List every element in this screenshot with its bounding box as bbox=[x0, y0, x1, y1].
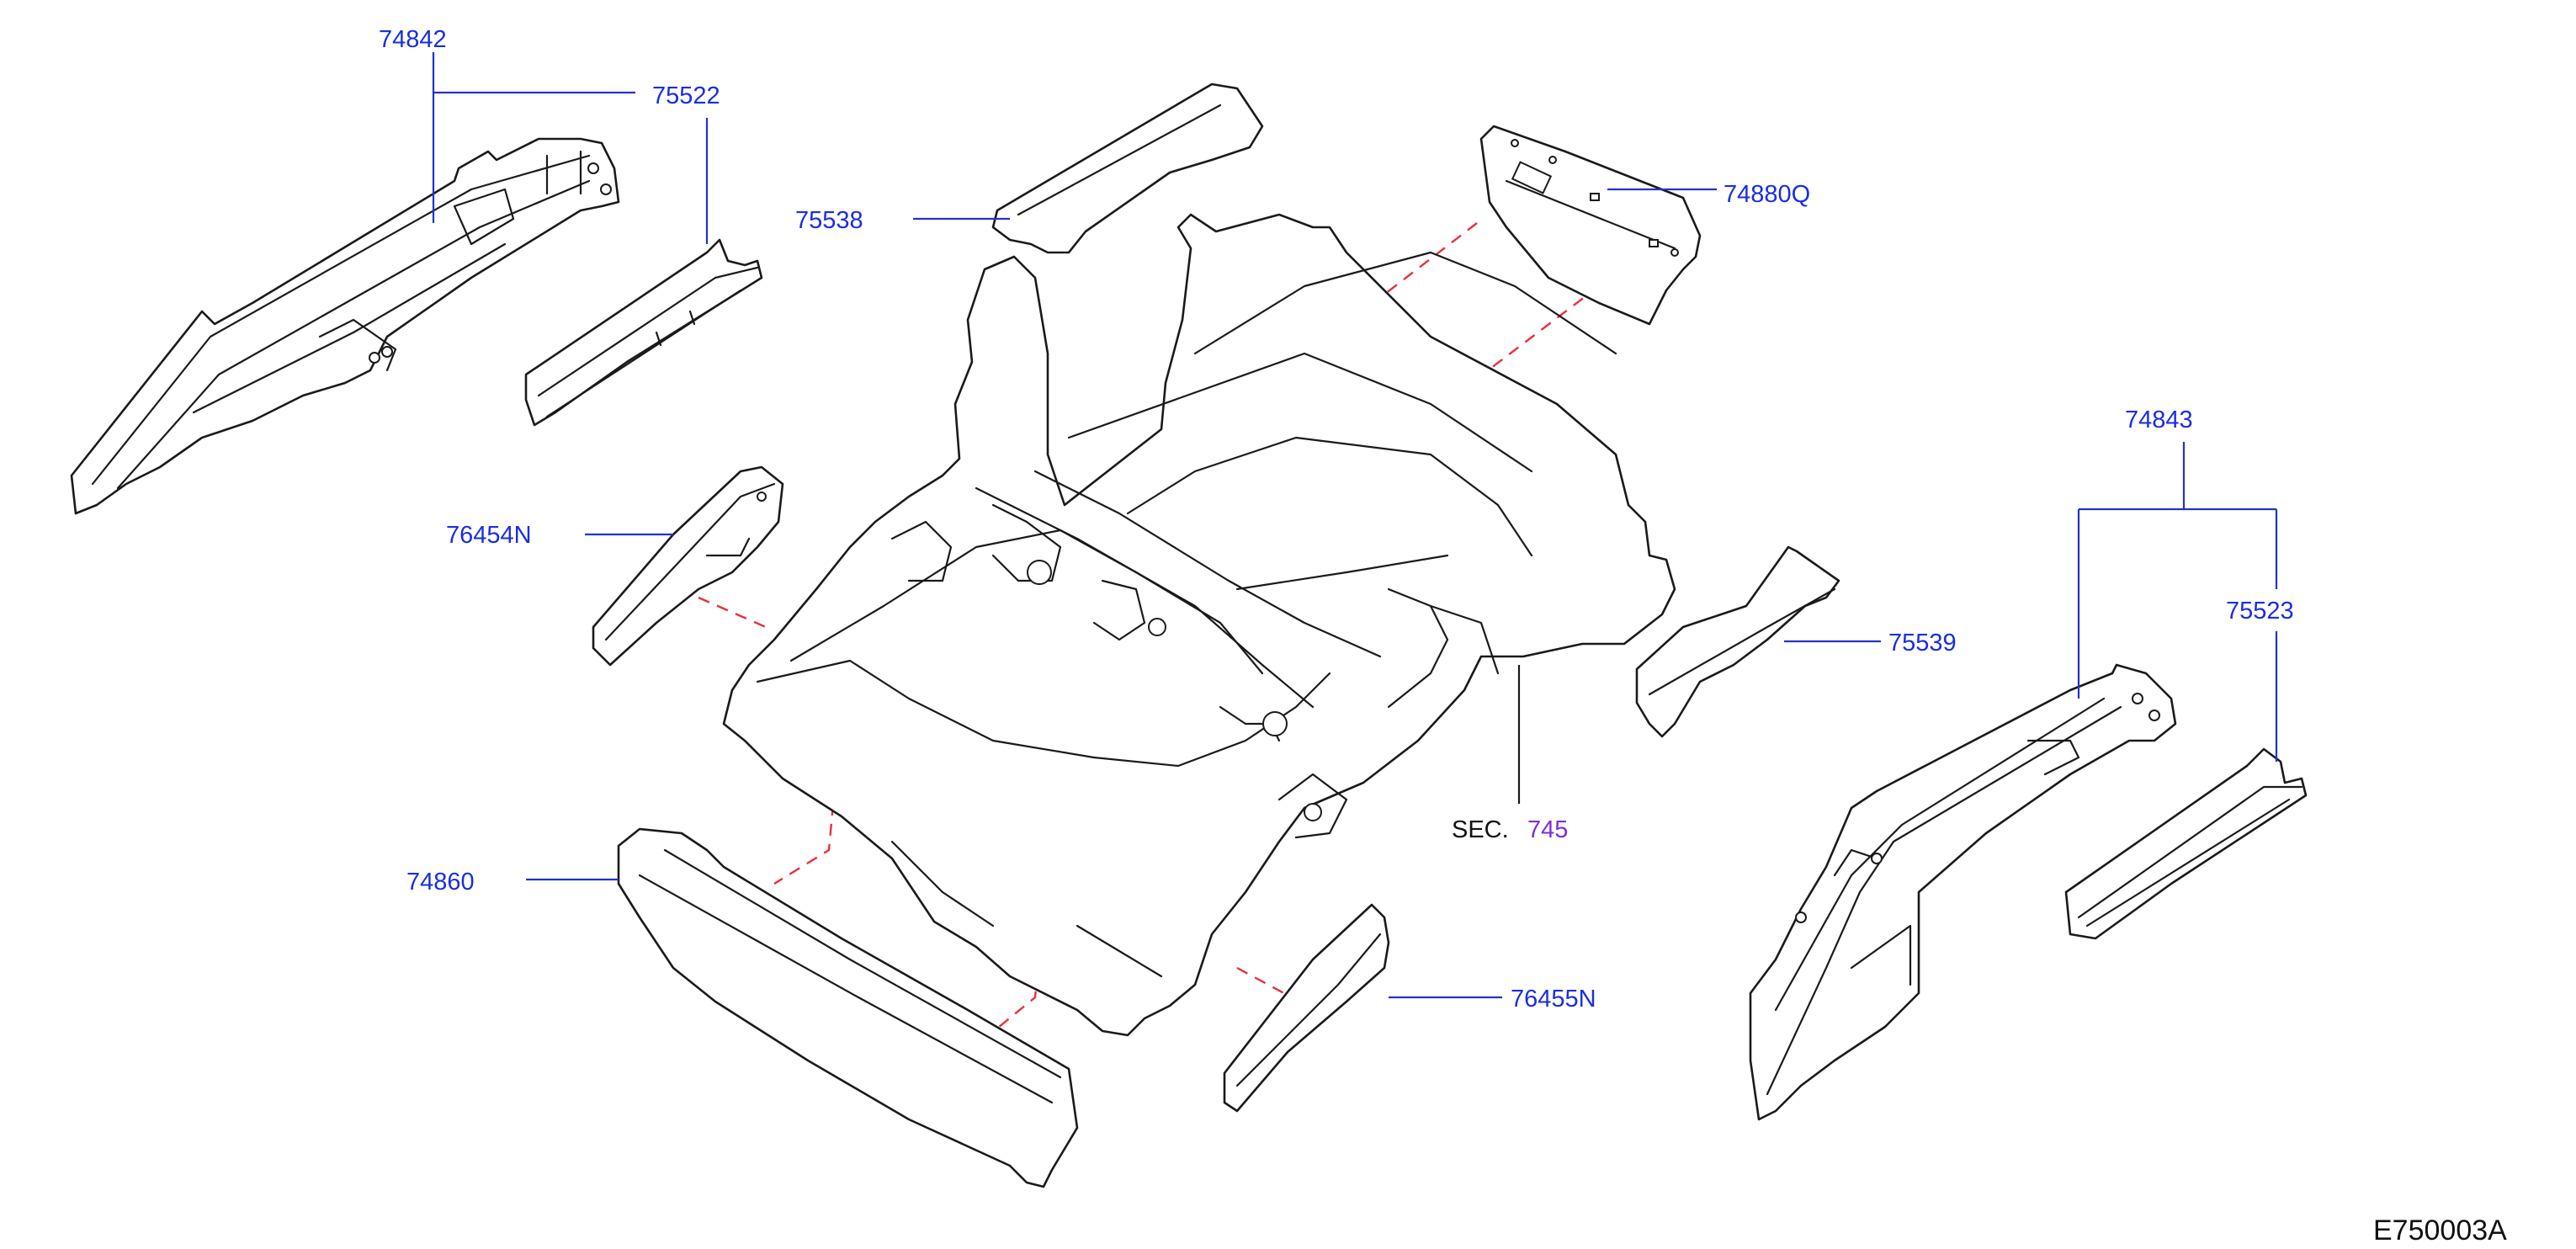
label-75523[interactable]: 75523 bbox=[2226, 598, 2294, 624]
section-ref-number[interactable]: 745 bbox=[1527, 816, 1568, 843]
part-number-labels: 74842 75522 75538 74880Q 76454N 74860 76… bbox=[379, 26, 2294, 1012]
part-74843-right-rear-side-member[interactable] bbox=[1749, 663, 2177, 1121]
part-75523-right-extension[interactable] bbox=[2064, 747, 2308, 940]
part-75522-left-extension[interactable] bbox=[524, 238, 763, 427]
part-74880Q-rear-panel[interactable] bbox=[1479, 125, 1702, 326]
section-ref-prefix: SEC. bbox=[1452, 816, 1509, 843]
part-76454N-left-bracket[interactable] bbox=[592, 465, 784, 667]
label-74842[interactable]: 74842 bbox=[379, 26, 447, 53]
label-75538[interactable]: 75538 bbox=[795, 207, 863, 234]
part-74842-left-rear-side-member[interactable] bbox=[70, 137, 620, 515]
leader-lines bbox=[432, 52, 2278, 999]
part-75539-right-extension[interactable] bbox=[1635, 545, 1840, 738]
part-75538-floor-panel[interactable] bbox=[991, 82, 1264, 254]
diagram-code: E750003A bbox=[2373, 1214, 2507, 1246]
part-74860-front-cross-member[interactable] bbox=[617, 827, 1079, 1188]
label-74880Q[interactable]: 74880Q bbox=[1724, 181, 1810, 208]
part-central-floor-assembly[interactable] bbox=[722, 213, 1676, 1037]
label-76455N[interactable]: 76455N bbox=[1511, 986, 1596, 1012]
label-74860[interactable]: 74860 bbox=[406, 869, 475, 896]
label-75539[interactable]: 75539 bbox=[1888, 630, 1957, 656]
label-76454N[interactable]: 76454N bbox=[446, 522, 532, 549]
part-76455N-right-bracket[interactable] bbox=[1223, 903, 1390, 1113]
label-74843[interactable]: 74843 bbox=[2125, 407, 2193, 433]
label-75522[interactable]: 75522 bbox=[652, 82, 720, 109]
